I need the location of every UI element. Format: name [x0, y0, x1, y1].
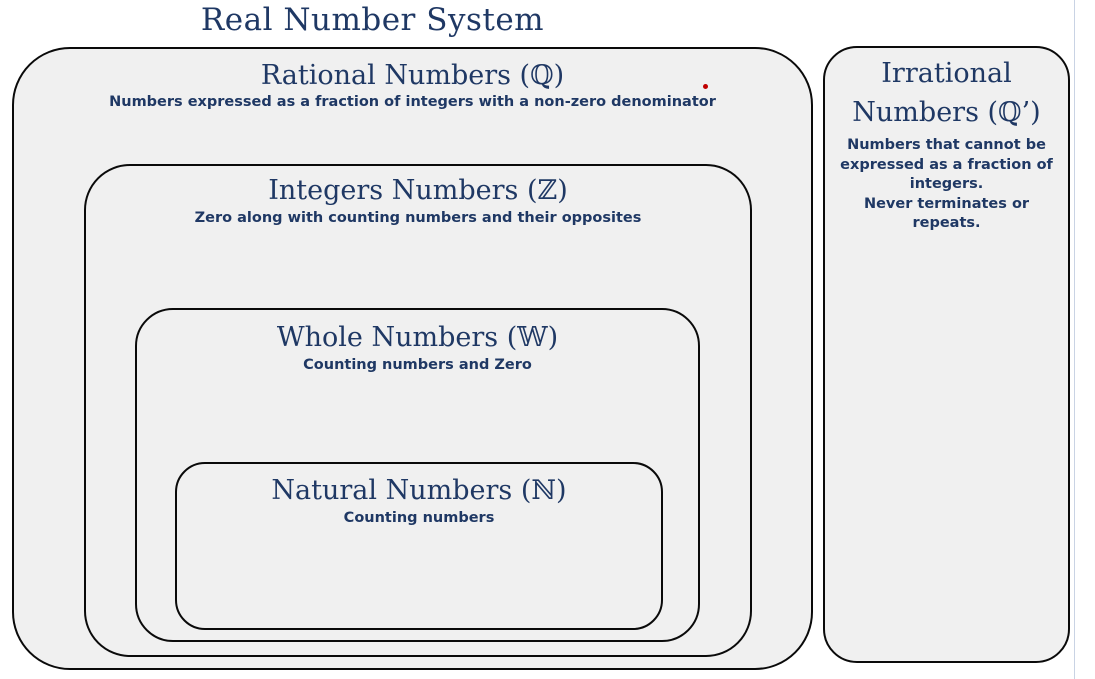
- whole-heading: Whole Numbers (𝕎): [276, 322, 559, 353]
- rational-heading: Rational Numbers (ℚ): [260, 60, 565, 91]
- set-box-whole: Whole Numbers (𝕎) Counting numbers and Z…: [135, 308, 700, 642]
- set-box-irrational: Irrational Numbers (ℚ’) Numbers that can…: [823, 46, 1070, 663]
- slide-edge-line: [1074, 0, 1075, 679]
- whole-description: Counting numbers and Zero: [303, 357, 532, 373]
- integers-description: Zero along with counting numbers and the…: [194, 210, 642, 226]
- set-box-natural: Natural Numbers (ℕ) Counting numbers: [175, 462, 663, 630]
- natural-heading: Natural Numbers (ℕ): [271, 475, 567, 506]
- irrational-description: Numbers that cannot be expressed as a fr…: [840, 137, 1053, 231]
- rational-description: Numbers expressed as a fraction of integ…: [109, 94, 716, 110]
- red-dot-marker: [703, 84, 708, 89]
- set-box-integers: Integers Numbers (ℤ) Zero along with cou…: [84, 164, 752, 657]
- natural-description: Counting numbers: [343, 510, 495, 526]
- irrational-heading: Irrational Numbers (ℚ’): [852, 58, 1041, 128]
- integers-heading: Integers Numbers (ℤ): [268, 175, 568, 206]
- page-title: Real Number System: [200, 2, 545, 38]
- set-box-rational: Rational Numbers (ℚ) Numbers expressed a…: [12, 47, 813, 670]
